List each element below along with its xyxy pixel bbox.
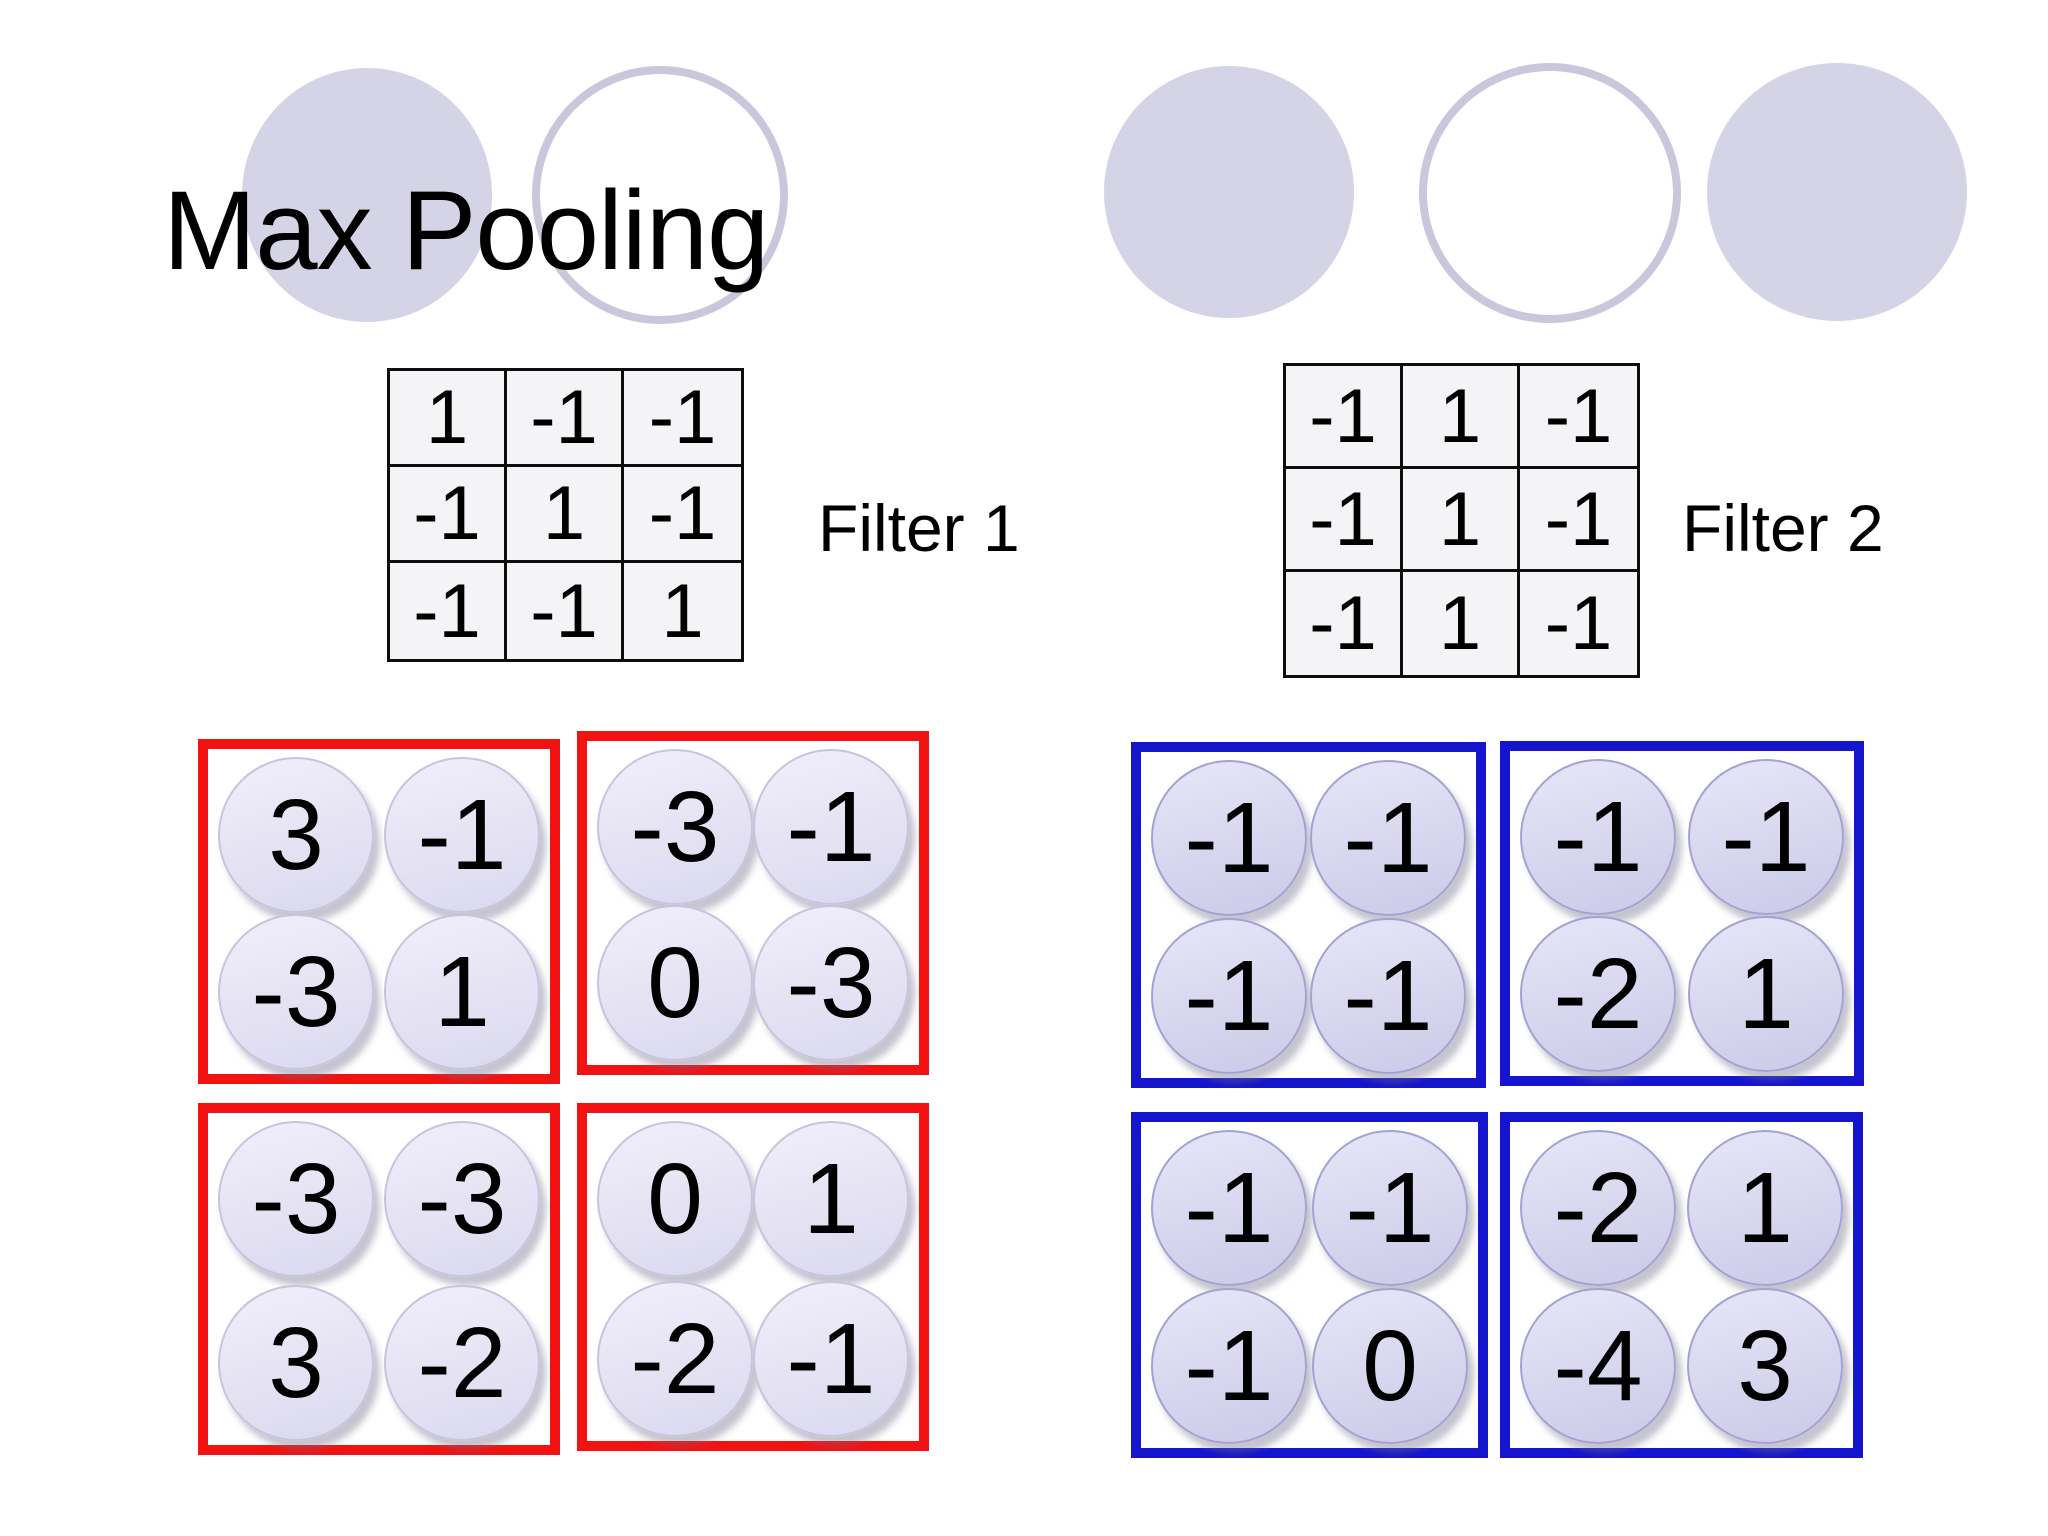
feature-value-circle: -1 bbox=[1688, 759, 1844, 915]
matrix-cell: 1 bbox=[390, 371, 507, 467]
matrix-cell: 1 bbox=[1403, 572, 1520, 675]
feature-value-circle: 1 bbox=[1688, 916, 1844, 1072]
pool-row: 0 -3 bbox=[597, 905, 909, 1061]
pool-row: -2 -1 bbox=[597, 1281, 909, 1437]
feature-value-circle: -2 bbox=[384, 1285, 540, 1441]
feature-value-circle: -1 bbox=[753, 749, 909, 905]
feature-value-circle: -1 bbox=[384, 757, 540, 913]
pool-row: 3 -2 bbox=[218, 1285, 540, 1441]
decorative-circle-filled bbox=[1104, 66, 1354, 318]
pool-row: -3 -3 bbox=[218, 1121, 540, 1277]
feature-value-circle: 1 bbox=[753, 1121, 909, 1277]
feature-value-circle: 0 bbox=[1312, 1288, 1468, 1444]
pool-row: 0 1 bbox=[597, 1121, 909, 1277]
feature-value-circle: -1 bbox=[1151, 760, 1307, 916]
feature-value-circle: -3 bbox=[218, 914, 374, 1070]
decorative-circle-outlined bbox=[532, 66, 788, 324]
pool-row: 3 -1 bbox=[218, 757, 540, 913]
matrix-cell: -1 bbox=[507, 563, 624, 659]
pool-row: -3 -1 bbox=[597, 749, 909, 905]
feature-value-circle: -1 bbox=[1310, 760, 1466, 916]
pool-row: -2 1 bbox=[1520, 916, 1844, 1072]
feature-value-circle: 0 bbox=[597, 905, 753, 1061]
feature-value-circle: -2 bbox=[1520, 916, 1676, 1072]
matrix-cell: 1 bbox=[624, 563, 741, 659]
filter2-matrix-table: -1 1 -1 -1 1 -1 -1 1 -1 bbox=[1283, 363, 1640, 678]
feature-value-circle: -1 bbox=[1151, 1130, 1307, 1286]
matrix-cell: 1 bbox=[507, 467, 624, 563]
feature-value-circle: -2 bbox=[597, 1281, 753, 1437]
matrix-cell: -1 bbox=[1286, 366, 1403, 469]
pool-window-filter2-bottom-left: -1 -1 -1 0 bbox=[1131, 1112, 1488, 1458]
decorative-circle-outlined bbox=[1419, 63, 1681, 323]
matrix-cell: -1 bbox=[1520, 572, 1637, 675]
matrix-cell: 1 bbox=[1403, 366, 1520, 469]
feature-value-circle: -3 bbox=[597, 749, 753, 905]
feature-value-circle: -1 bbox=[1151, 1288, 1307, 1444]
matrix-cell: -1 bbox=[1286, 572, 1403, 675]
matrix-cell: -1 bbox=[507, 371, 624, 467]
matrix-cell: -1 bbox=[1520, 469, 1637, 572]
pool-row: -1 -1 bbox=[1151, 918, 1466, 1074]
pool-window-filter2-bottom-right: -2 1 -4 3 bbox=[1500, 1112, 1863, 1458]
pool-row: -4 3 bbox=[1520, 1288, 1843, 1444]
matrix-cell: -1 bbox=[1286, 469, 1403, 572]
feature-value-circle: -1 bbox=[753, 1281, 909, 1437]
pool-row: -1 -1 bbox=[1151, 1130, 1468, 1286]
matrix-cell: -1 bbox=[624, 371, 741, 467]
feature-value-circle: 0 bbox=[597, 1121, 753, 1277]
pool-row: -1 0 bbox=[1151, 1288, 1468, 1444]
filter2-label: Filter 2 bbox=[1682, 491, 1884, 565]
pool-window-filter1-top-left: 3 -1 -3 1 bbox=[198, 739, 560, 1084]
feature-value-circle: 3 bbox=[1687, 1288, 1843, 1444]
feature-value-circle: -3 bbox=[753, 905, 909, 1061]
feature-value-circle: -3 bbox=[218, 1121, 374, 1277]
feature-value-circle: -1 bbox=[1312, 1130, 1468, 1286]
pool-row: -1 -1 bbox=[1520, 759, 1844, 915]
filter1-label: Filter 1 bbox=[818, 491, 1020, 565]
feature-value-circle: -1 bbox=[1520, 759, 1676, 915]
feature-value-circle: 1 bbox=[384, 914, 540, 1070]
pool-window-filter1-bottom-right: 0 1 -2 -1 bbox=[577, 1103, 929, 1451]
pool-window-filter2-top-left: -1 -1 -1 -1 bbox=[1131, 742, 1486, 1088]
matrix-cell: -1 bbox=[1520, 366, 1637, 469]
pool-row: -1 -1 bbox=[1151, 760, 1466, 916]
matrix-cell: -1 bbox=[624, 467, 741, 563]
feature-value-circle: -1 bbox=[1151, 918, 1307, 1074]
feature-value-circle: 1 bbox=[1687, 1130, 1843, 1286]
pool-row: -3 1 bbox=[218, 914, 540, 1070]
feature-value-circle: 3 bbox=[218, 757, 374, 913]
slide-title: Max Pooling bbox=[163, 168, 769, 293]
feature-value-circle: 3 bbox=[218, 1285, 374, 1441]
matrix-cell: -1 bbox=[390, 467, 507, 563]
feature-value-circle: -3 bbox=[384, 1121, 540, 1277]
feature-value-circle: -4 bbox=[1520, 1288, 1676, 1444]
matrix-cell: 1 bbox=[1403, 469, 1520, 572]
feature-value-circle: -1 bbox=[1310, 918, 1466, 1074]
pool-window-filter1-top-right: -3 -1 0 -3 bbox=[577, 731, 929, 1075]
pool-window-filter2-top-right: -1 -1 -2 1 bbox=[1500, 741, 1864, 1086]
matrix-cell: -1 bbox=[390, 563, 507, 659]
filter1-matrix-table: 1 -1 -1 -1 1 -1 -1 -1 1 bbox=[387, 368, 744, 662]
pool-window-filter1-bottom-left: -3 -3 3 -2 bbox=[198, 1103, 560, 1455]
decorative-circle-filled bbox=[242, 68, 492, 322]
feature-value-circle: -2 bbox=[1520, 1130, 1676, 1286]
pool-row: -2 1 bbox=[1520, 1130, 1843, 1286]
decorative-circle-filled bbox=[1707, 63, 1967, 321]
